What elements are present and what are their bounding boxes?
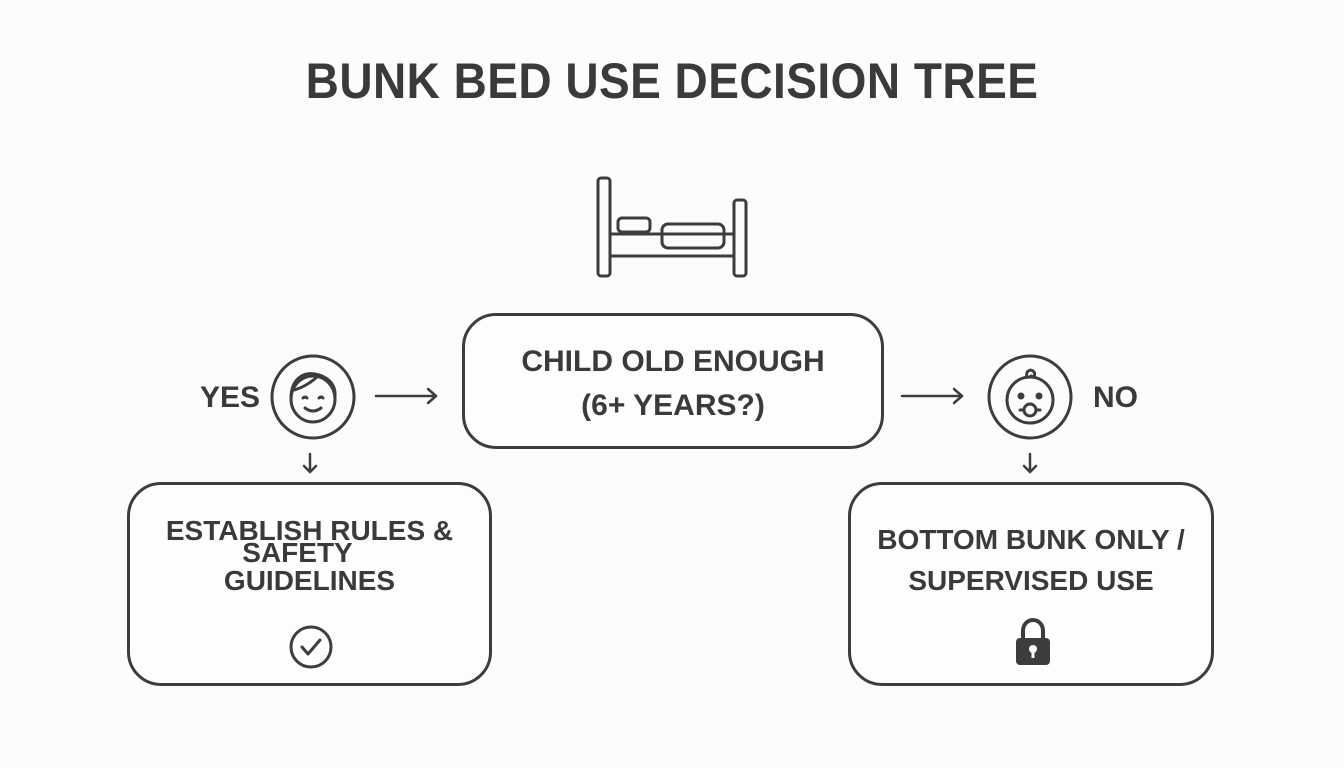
child-face-icon: [270, 354, 356, 440]
check-circle-icon: [289, 625, 333, 669]
question-line-1: CHILD OLD ENOUGH: [521, 345, 825, 378]
yes-outcome-line-2: GUIDELINES: [223, 565, 396, 596]
question-box: CHILD OLD ENOUGH (6+ YEARS?): [462, 313, 884, 449]
diagram-title: BUNK BED USE DECISION TREE: [305, 53, 1039, 109]
baby-face-icon: [987, 354, 1073, 440]
arrow-down-no: [1022, 452, 1038, 474]
arrow-to-no: [900, 387, 964, 405]
arrow-down-yes: [302, 452, 318, 474]
no-outcome-line-1: BOTTOM BUNK ONLY /: [877, 524, 1185, 555]
yes-outcome-line-1b: SAFETY: [242, 537, 353, 568]
yes-outcome-box: ESTABLISH RULES & SAFETY GUIDELINES: [127, 482, 492, 686]
yes-label: YES: [200, 381, 261, 414]
bed-icon: [596, 176, 748, 278]
no-outcome-box: BOTTOM BUNK ONLY / SUPERVISED USE: [848, 482, 1214, 686]
arrow-to-question: [374, 387, 438, 405]
yes-outcome-line-1: ESTABLISH RULES &: [165, 515, 454, 546]
padlock-icon: [1016, 617, 1050, 665]
question-line-2: (6+ YEARS?): [581, 389, 765, 422]
no-label: NO: [1093, 381, 1138, 414]
no-outcome-line-2: SUPERVISED USE: [908, 565, 1154, 596]
